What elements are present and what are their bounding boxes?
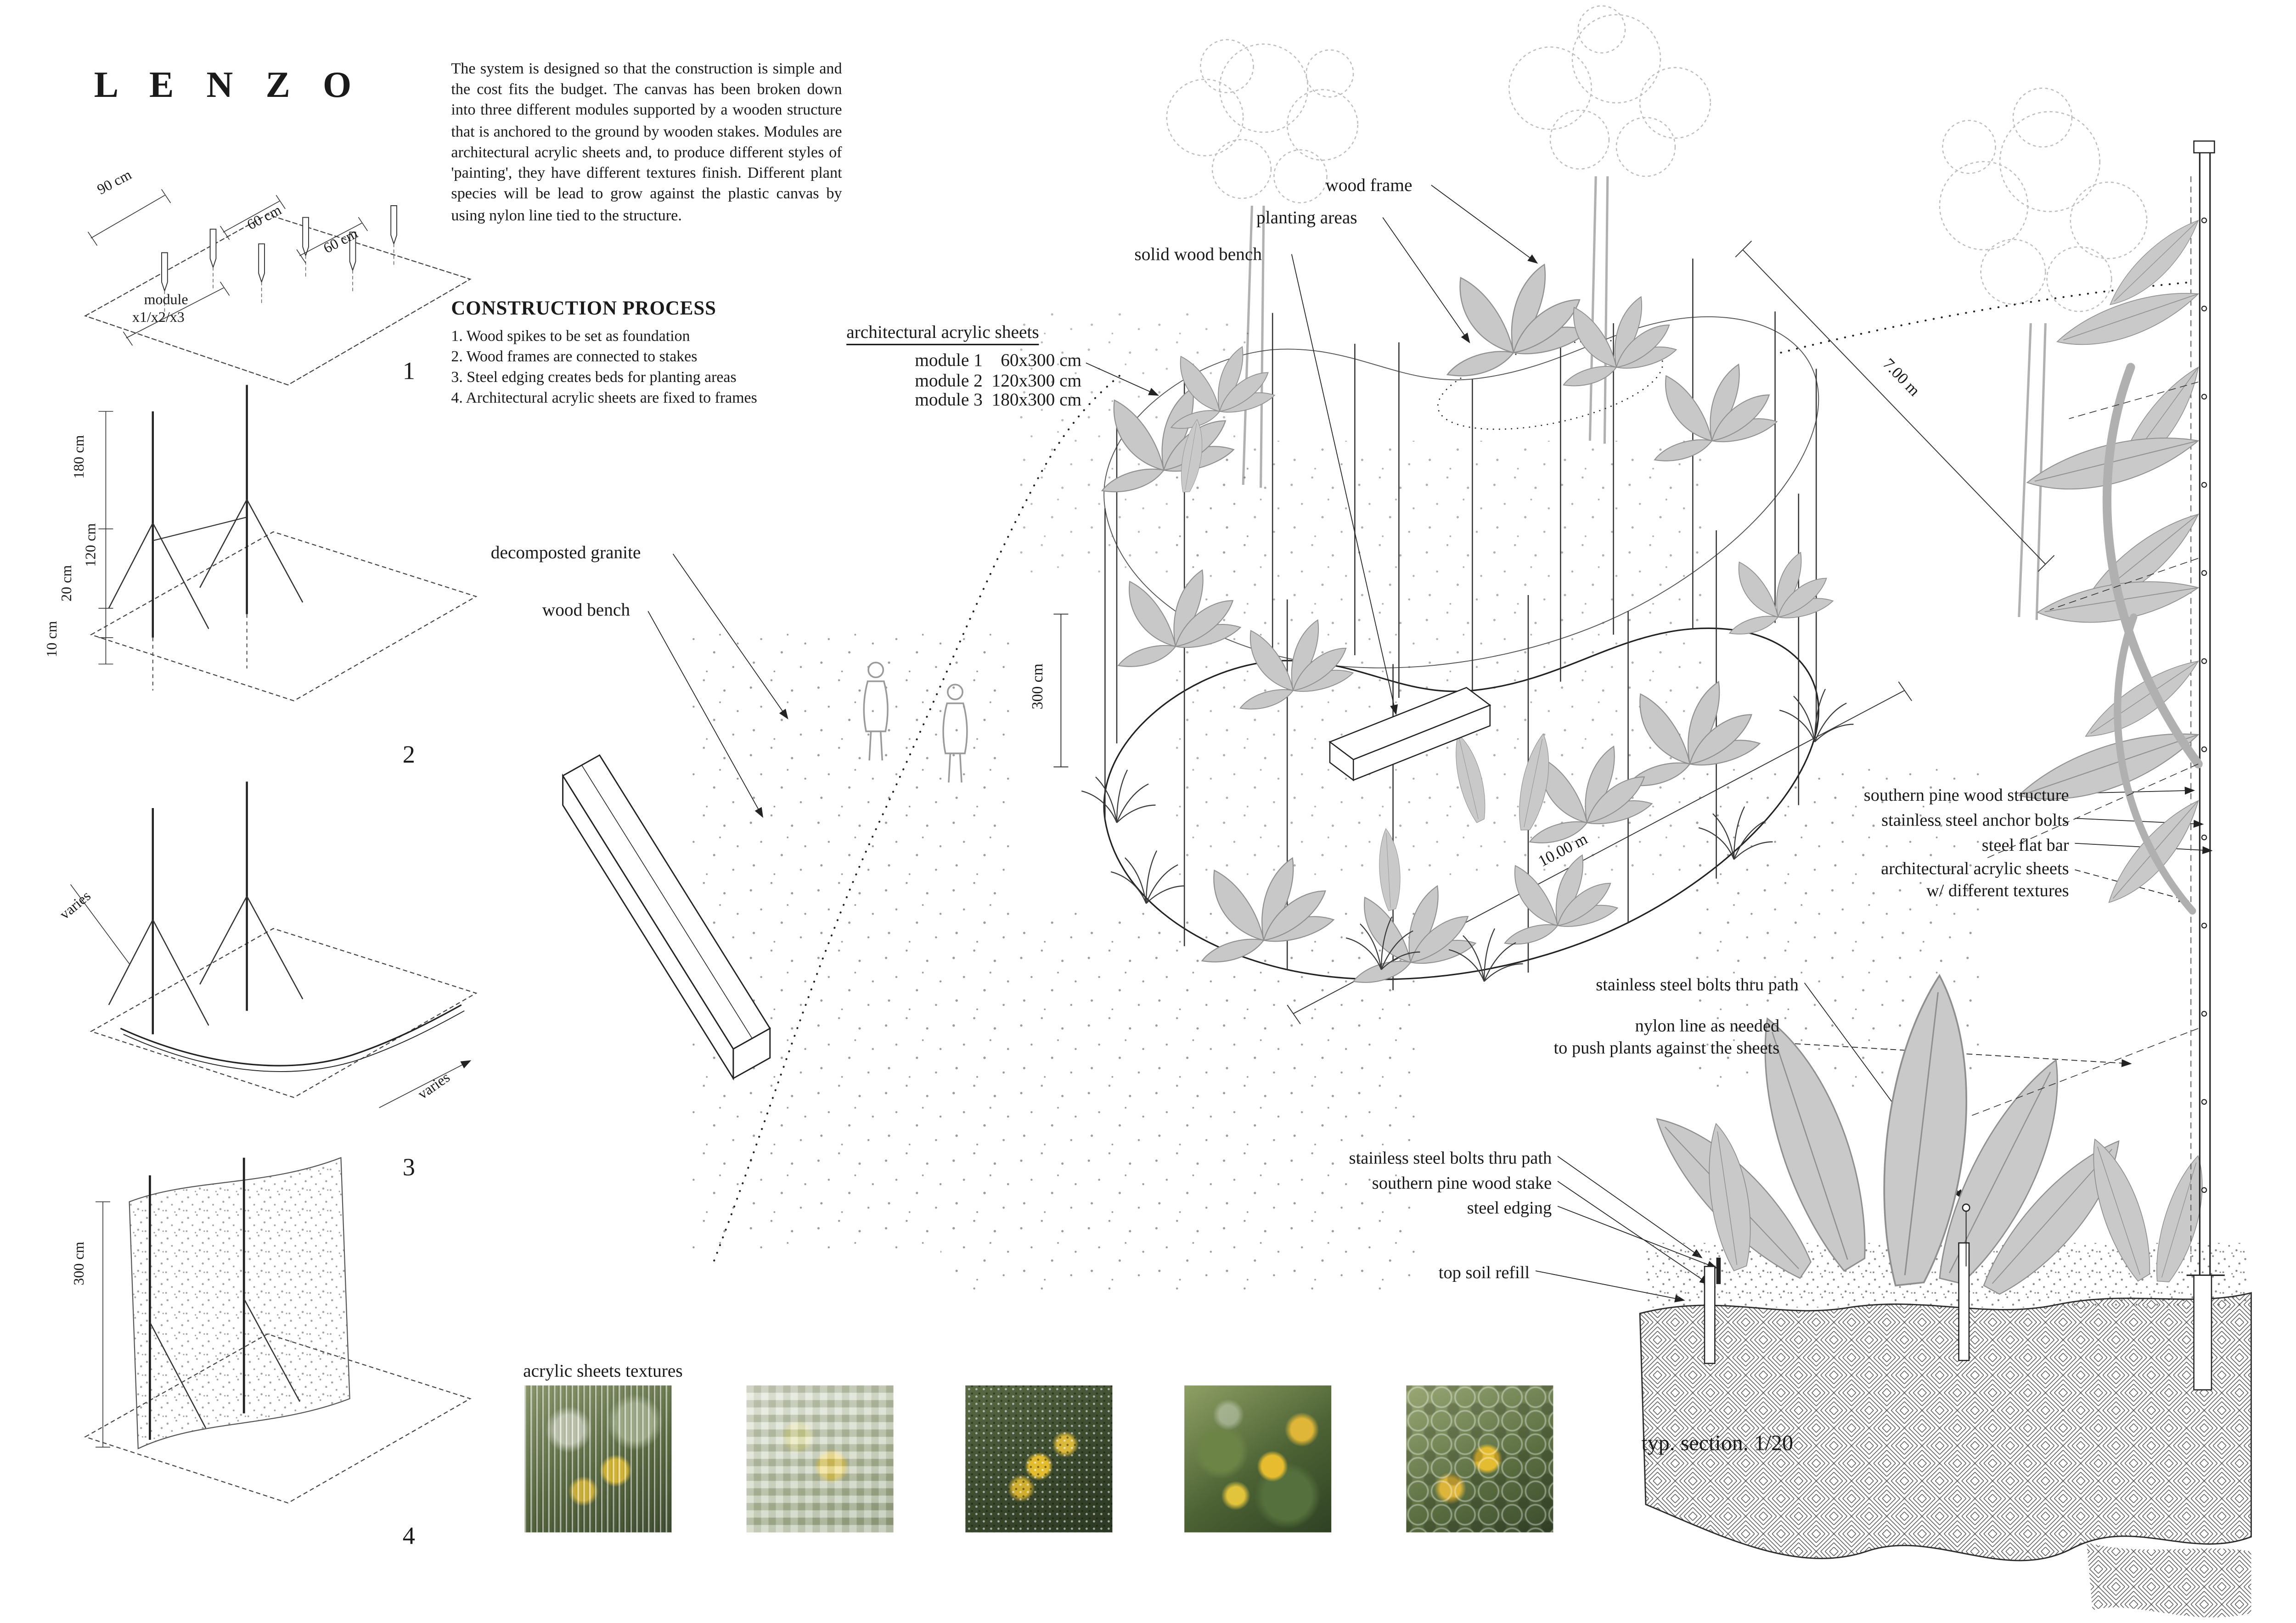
- label-acrylic-textures: acrylic sheets textures: [523, 1360, 683, 1381]
- section-wall-leaves: [2011, 213, 2215, 915]
- label-steel-edging: steel edging: [1467, 1197, 1552, 1218]
- label-planting-areas: planting areas: [1256, 207, 1357, 228]
- label-solid-wood-bench: solid wood bench: [1134, 244, 1262, 264]
- label-nylon-line-1: nylon line as needed: [1635, 1015, 1780, 1036]
- label-steel-flat-bar: steel flat bar: [1981, 834, 2069, 855]
- texture-swatch-3: [965, 1385, 1113, 1533]
- step-number-2: 2: [402, 740, 415, 769]
- label-bolts-thru-path-1: stainless steel bolts thru path: [1596, 974, 1799, 995]
- texture-swatch-4: [1184, 1385, 1332, 1533]
- section-drawing: [1638, 140, 2252, 1617]
- step-number-3: 3: [402, 1153, 415, 1181]
- tree-center: [1508, 5, 1711, 444]
- label-module-2: module 2 120x300 cm: [915, 370, 1082, 391]
- label-wood-frame: wood frame: [1325, 174, 1412, 196]
- bench-inside: [1328, 687, 1491, 781]
- steel-edging-bar: [1716, 1258, 1721, 1284]
- texture-swatch-1: [524, 1385, 672, 1533]
- dim-120cm: 120 cm: [83, 523, 100, 567]
- construction-process-heading: CONSTRUCTION PROCESS: [451, 297, 716, 319]
- dim-300cm-step4: 300 cm: [72, 1241, 88, 1286]
- bench-detail: [562, 754, 771, 1081]
- dim-180cm: 180 cm: [72, 435, 88, 479]
- texture-swatch-2: [746, 1385, 894, 1533]
- label-different-textures: w/ different textures: [1926, 880, 2069, 901]
- label-acrylic-sheets-section: architectural acrylic sheets: [1881, 858, 2069, 879]
- label-bolts-thru-path-2: stainless steel bolts thru path: [1349, 1147, 1552, 1168]
- project-title: L E N Z O: [94, 66, 363, 106]
- construction-step-4: 4. Architectural acrylic sheets are fixe…: [451, 391, 757, 407]
- label-pine-structure: southern pine wood structure: [1863, 784, 2069, 805]
- module-label: module: [144, 292, 188, 309]
- dim-20cm: 20 cm: [59, 565, 76, 601]
- tree-right: [1939, 87, 2148, 620]
- step2-diagram: [90, 385, 478, 702]
- label-decomposted-granite: decomposted granite: [490, 542, 641, 563]
- label-module-3: module 3 180x300 cm: [915, 389, 1082, 410]
- label-top-soil-refill: top soil refill: [1438, 1262, 1530, 1283]
- label-pine-stake: southern pine wood stake: [1372, 1172, 1552, 1193]
- construction-step-2: 2. Wood frames are connected to stakes: [451, 349, 698, 366]
- step3-diagram: [70, 781, 476, 1108]
- label-wood-bench: wood bench: [542, 599, 630, 620]
- section-caption: typ. section. 1/20: [1641, 1432, 1794, 1456]
- texture-swatch-5: [1406, 1385, 1553, 1533]
- dim-10cm: 10 cm: [45, 621, 61, 657]
- step1-diagram: [84, 189, 472, 386]
- step-number-1: 1: [402, 357, 415, 385]
- module-variants-label: x1/x2/x3: [132, 310, 185, 326]
- label-acrylic-sheets-heading: architectural acrylic sheets: [846, 321, 1039, 345]
- intro-paragraph: The system is designed so that the const…: [451, 60, 842, 225]
- construction-step-3: 3. Steel edging creates beds for plantin…: [451, 370, 737, 387]
- step4-diagram: [84, 1157, 472, 1504]
- bolt-symbol: [1962, 1203, 1970, 1212]
- step-number-4: 4: [402, 1522, 415, 1550]
- label-module-1: module 1 60x300 cm: [915, 349, 1082, 371]
- construction-step-1: 1. Wood spikes to be set as foundation: [451, 329, 690, 345]
- dim-300cm-plan: 300 cm: [1030, 663, 1047, 710]
- label-anchor-bolts: stainless steel anchor bolts: [1881, 809, 2069, 830]
- label-nylon-line-2: to push plants against the sheets: [1553, 1037, 1780, 1058]
